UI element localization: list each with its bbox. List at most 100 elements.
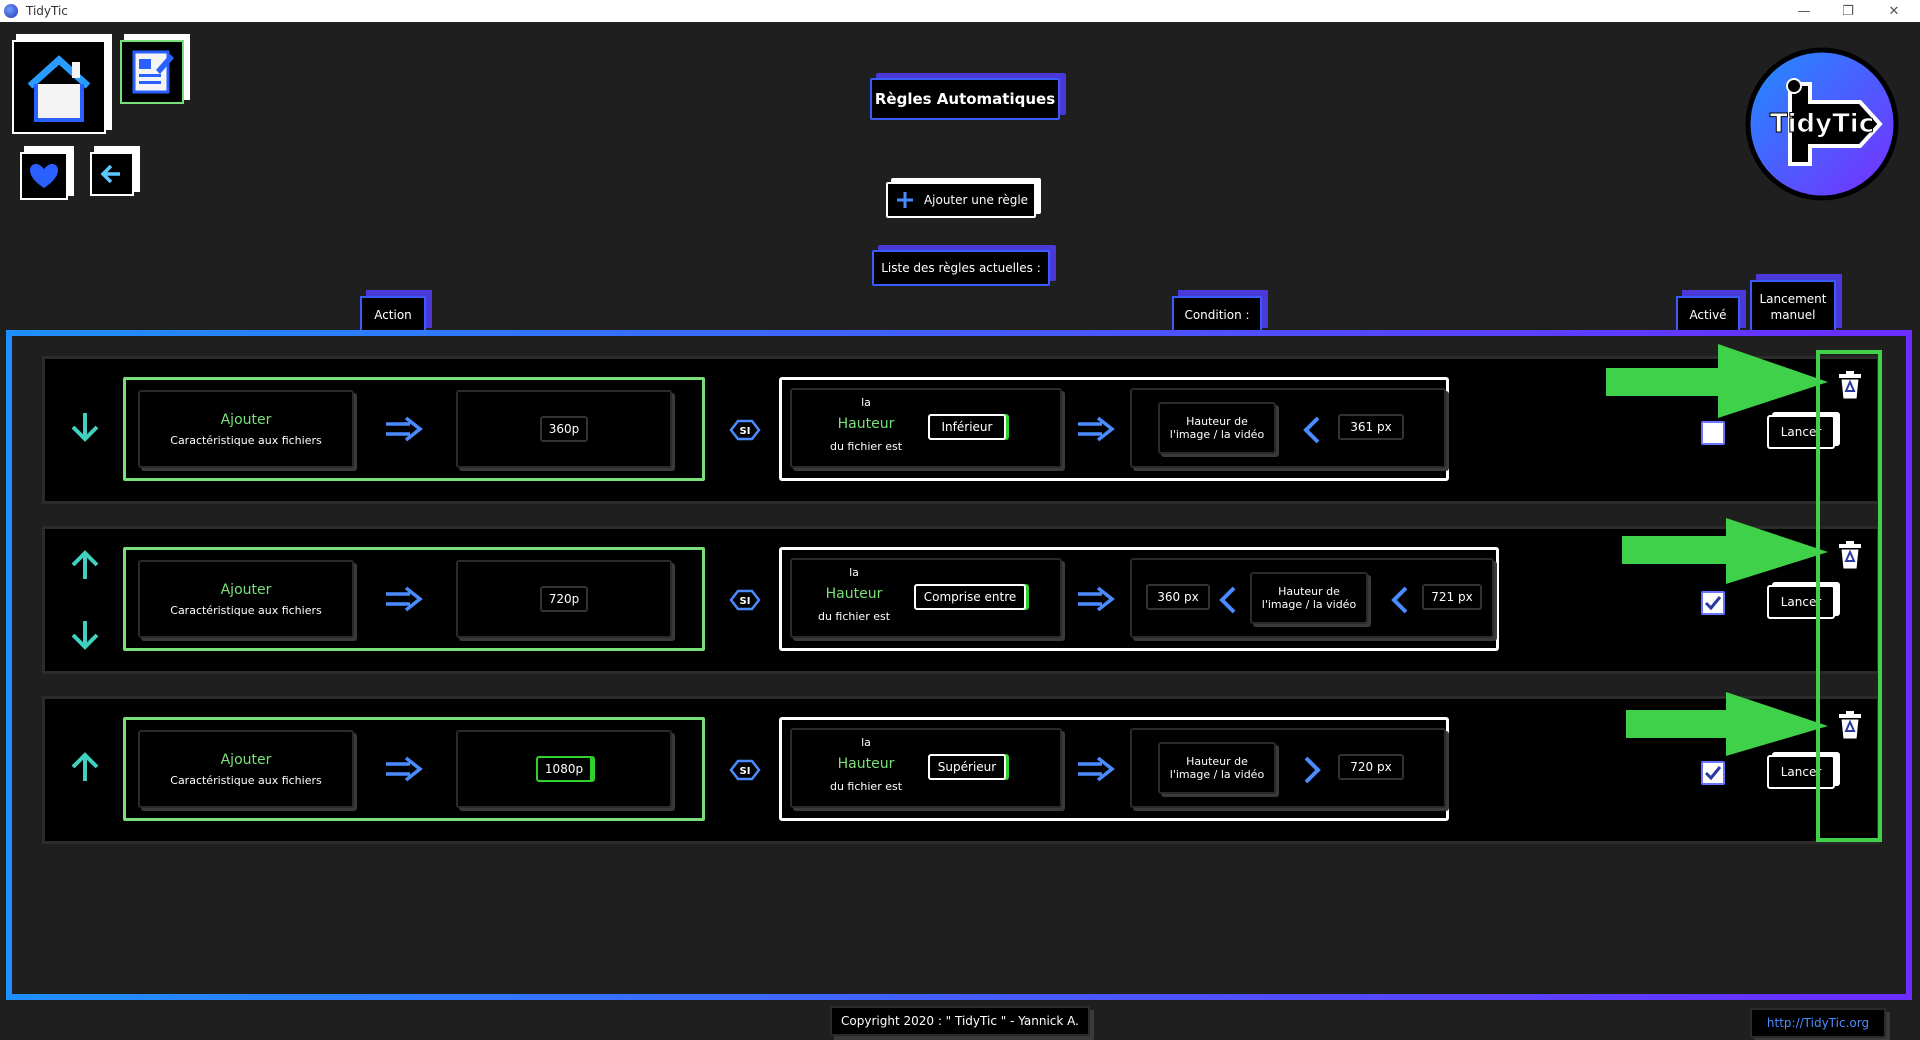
- action-value-box[interactable]: 1080p: [456, 730, 672, 808]
- heart-icon: [30, 164, 58, 188]
- action-arrow-icon: [384, 586, 424, 616]
- column-action: Action: [360, 296, 426, 334]
- move-down-arrow-icon[interactable]: [67, 617, 103, 657]
- close-button[interactable]: ✕: [1888, 3, 1900, 19]
- trash-icon[interactable]: [1835, 539, 1865, 575]
- manual-launch-button[interactable]: Lancer: [1767, 755, 1835, 789]
- svg-text:SI: SI: [740, 426, 751, 437]
- condition-la: la: [861, 736, 871, 749]
- action-value-box[interactable]: 360p: [456, 390, 672, 468]
- title-bar: TidyTic — ❐ ✕: [0, 0, 1920, 22]
- condition-field: Hauteur: [837, 416, 895, 432]
- home-icon: [27, 55, 91, 122]
- restore-button[interactable]: ❐: [1842, 3, 1854, 19]
- column-active: Activé: [1676, 296, 1740, 334]
- action-arrow-icon: [384, 416, 424, 446]
- active-checkbox[interactable]: [1701, 421, 1725, 445]
- condition-field: Hauteur: [837, 756, 895, 772]
- property-line2: l'image / la vidéo: [1169, 428, 1265, 441]
- condition-operator[interactable]: Supérieur: [928, 754, 1006, 780]
- add-rule-button[interactable]: Ajouter une règle: [886, 182, 1036, 218]
- edit-rules-button[interactable]: [120, 34, 190, 104]
- action-subtitle: Caractéristique aux fichiers: [170, 603, 322, 617]
- greater-than-icon: [1300, 754, 1324, 790]
- back-button[interactable]: [90, 146, 140, 196]
- delete-column-highlight: [1816, 350, 1882, 842]
- active-checkbox[interactable]: [1701, 761, 1725, 785]
- app-icon: [4, 4, 18, 18]
- condition-operator[interactable]: Inférieur: [928, 414, 1006, 440]
- property-line1: Hauteur de: [1186, 755, 1248, 768]
- highlight-arrow-1: [1606, 344, 1828, 418]
- compare-right-value[interactable]: 720 px: [1338, 754, 1404, 780]
- add-rule-label: Ajouter une règle: [923, 193, 1029, 207]
- compare-left-value[interactable]: 360 px: [1146, 584, 1210, 610]
- window-title: TidyTic: [26, 4, 68, 18]
- condition-suffix: du fichier est: [829, 780, 903, 793]
- property-line2: l'image / la vidéo: [1169, 768, 1265, 781]
- column-manual-launch: Lancement manuel: [1750, 280, 1836, 334]
- footer-copyright: Copyright 2020 : " TidyTic " - Yannick A…: [830, 1006, 1090, 1036]
- si-badge: SI: [729, 589, 761, 615]
- minimize-button[interactable]: —: [1797, 3, 1811, 19]
- tidytic-logo: TidyTic: [1740, 44, 1900, 204]
- condition-la: la: [861, 396, 871, 409]
- active-checkbox[interactable]: [1701, 591, 1725, 615]
- trash-icon[interactable]: [1835, 369, 1865, 405]
- action-value-box[interactable]: 720p: [456, 560, 672, 638]
- action-arrow-icon: [384, 756, 424, 786]
- rules-list-title: Liste des règles actuelles :: [872, 250, 1050, 286]
- highlight-arrow-2: [1622, 518, 1828, 584]
- plus-icon: [896, 192, 913, 208]
- move-up-arrow-icon[interactable]: [67, 547, 103, 587]
- footer-link[interactable]: http://TidyTic.org: [1750, 1008, 1886, 1038]
- property-line2: l'image / la vidéo: [1261, 598, 1357, 611]
- condition-field: Hauteur: [825, 586, 883, 602]
- trash-icon[interactable]: [1835, 709, 1865, 745]
- si-badge: SI: [729, 419, 761, 445]
- si-badge: SI: [729, 759, 761, 785]
- action-title: Ajouter: [220, 751, 272, 768]
- move-down-arrow-icon[interactable]: [67, 409, 103, 449]
- action-subtitle: Caractéristique aux fichiers: [170, 433, 322, 447]
- condition-operator[interactable]: Comprise entre: [914, 584, 1026, 610]
- less-than-icon: [1300, 414, 1324, 450]
- compare-right-value[interactable]: 721 px: [1422, 584, 1482, 610]
- edit-document-icon: [132, 50, 174, 94]
- action-title: Ajouter: [220, 581, 272, 598]
- page-title: Règles Automatiques: [870, 78, 1060, 120]
- home-button[interactable]: [12, 34, 112, 134]
- action-value: 720p: [540, 586, 588, 612]
- column-condition: Condition :: [1172, 296, 1262, 334]
- favorites-button[interactable]: [20, 146, 74, 200]
- manual-launch-button[interactable]: Lancer: [1767, 415, 1835, 449]
- highlight-arrow-3: [1626, 692, 1828, 756]
- action-value: 1080p: [536, 756, 592, 782]
- less-than-icon: [1388, 584, 1412, 620]
- move-up-arrow-icon[interactable]: [67, 749, 103, 789]
- condition-arrow-icon: [1076, 586, 1116, 616]
- checkmark-icon: [1704, 596, 1722, 611]
- manual-launch-button[interactable]: Lancer: [1767, 585, 1835, 619]
- checkmark-icon: [1704, 766, 1722, 781]
- compare-right-value[interactable]: 361 px: [1338, 414, 1404, 440]
